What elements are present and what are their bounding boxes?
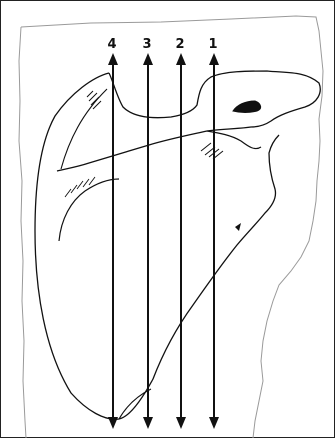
coracoid-process xyxy=(233,101,261,113)
body-contour xyxy=(19,16,323,438)
arrow-label-1: 1 xyxy=(206,38,220,51)
infraspinous-ridge xyxy=(59,179,119,241)
arrow-1-head-top xyxy=(209,53,219,65)
inferior-edge xyxy=(119,389,151,419)
arrow-3-head-top xyxy=(143,53,153,65)
arrow-label-2: 2 xyxy=(173,38,187,51)
lateral-border-mark xyxy=(235,223,241,231)
arrow-2-head-bottom xyxy=(176,417,186,429)
arrow-1-head-bottom xyxy=(209,417,219,429)
hatch-glenoid xyxy=(201,143,223,159)
arrow-label-4: 4 xyxy=(105,38,119,51)
arrow-4-head-bottom xyxy=(108,417,118,429)
arrow-label-3: 3 xyxy=(140,38,154,51)
scapular-spine xyxy=(57,71,320,171)
spine-lower-edge xyxy=(207,131,261,149)
scapula-outline xyxy=(35,73,279,419)
arrow-4-head-top xyxy=(108,53,118,65)
arrows xyxy=(108,53,219,429)
arrow-2-head-top xyxy=(176,53,186,65)
arrow-3-head-bottom xyxy=(143,417,153,429)
hatch-upper xyxy=(87,91,101,109)
